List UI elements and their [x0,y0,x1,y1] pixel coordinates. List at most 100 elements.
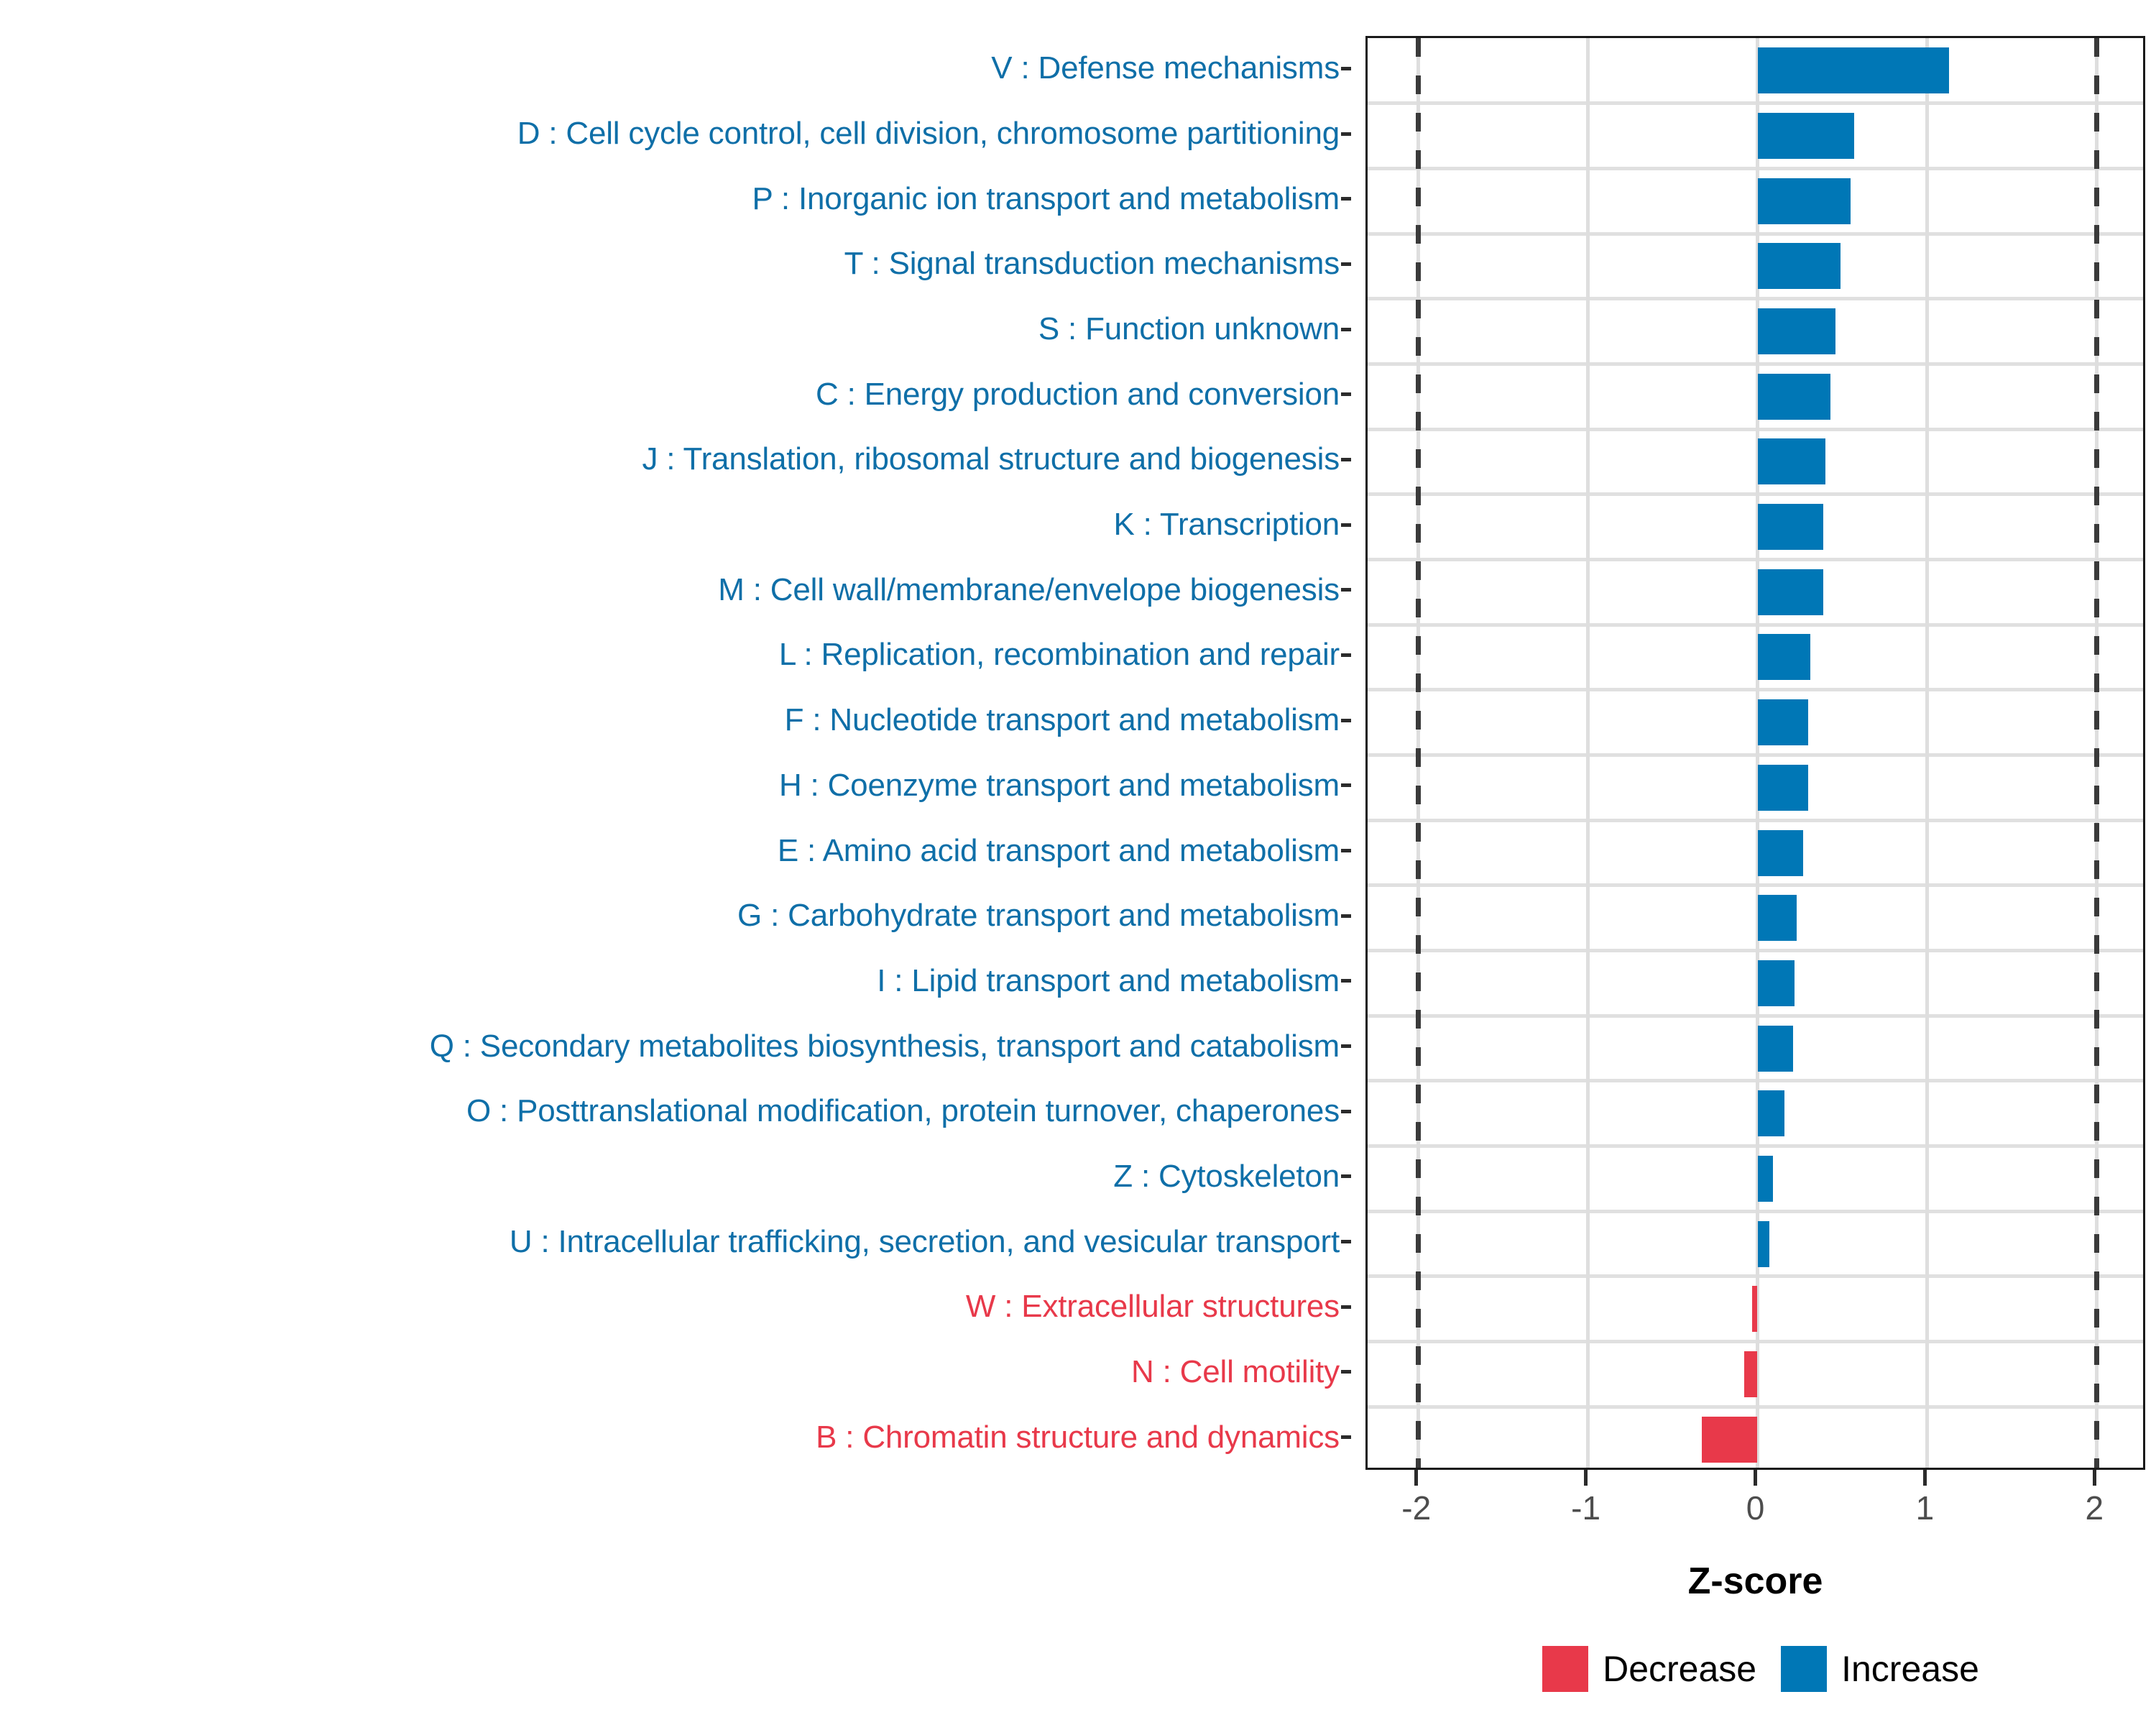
category-row: E : Amino acid transport and metabolism [0,818,1351,883]
y-axis-tick [1341,979,1351,983]
gridline-vertical [1925,38,1929,1468]
gridline-vertical [1756,38,1759,1468]
category-row: U : Intracellular trafficking, secretion… [0,1209,1351,1274]
gridline-horizontal [1368,1013,2143,1018]
bar [1757,113,1854,160]
gridline-horizontal [1368,1340,2143,1344]
bar [1757,569,1824,615]
y-axis-tick [1341,327,1351,331]
bar [1757,47,1950,94]
gridline-horizontal [1368,166,2143,170]
category-label: L : Replication, recombination and repai… [778,637,1340,673]
y-axis-tick [1341,849,1351,852]
y-axis-tick [1341,197,1351,201]
x-axis-title: Z-score [1687,1560,1823,1602]
y-axis-tick [1341,1305,1351,1309]
x-axis-tick [1922,1470,1927,1486]
bar [1757,634,1810,681]
legend-item[interactable]: Decrease [1542,1646,1756,1692]
category-row: S : Function unknown [0,297,1351,362]
x-axis-tick [1584,1470,1588,1486]
y-axis-tick [1341,1174,1351,1179]
bar [1757,699,1809,746]
bar [1757,1090,1785,1137]
bar [1743,1351,1758,1397]
x-axis-tick [1414,1470,1419,1486]
gridline-horizontal [1368,1404,2143,1409]
bar [1757,308,1835,355]
legend-label: Decrease [1603,1649,1757,1689]
category-row: I : Lipid transport and metabolism [0,949,1351,1014]
category-row: B : Chromatin structure and dynamics [0,1404,1351,1470]
category-row: T : Signal transduction mechanisms [0,231,1351,297]
gridline-horizontal [1368,818,2143,822]
x-axis-tick-label: 1 [1915,1489,1935,1527]
bar [1757,178,1851,224]
gridline-vertical [1586,38,1590,1468]
bar [1757,960,1795,1006]
category-row: Q : Secondary metabolites biosynthesis, … [0,1013,1351,1079]
legend-swatch [1542,1646,1589,1692]
bar [1757,764,1809,811]
category-label: S : Function unknown [1038,311,1340,347]
gridline-horizontal [1368,1079,2143,1083]
category-row: M : Cell wall/membrane/envelope biogenes… [0,557,1351,622]
category-label: K : Transcription [1113,507,1340,543]
y-axis-tick [1341,132,1351,136]
category-label: Z : Cytoskeleton [1113,1158,1340,1194]
legend-label: Increase [1841,1649,1979,1689]
bar [1757,895,1797,942]
category-label: Q : Secondary metabolites biosynthesis, … [429,1028,1340,1064]
gridline-horizontal [1368,1209,2143,1213]
x-axis-tick-label: -2 [1401,1489,1432,1527]
category-label: B : Chromatin structure and dynamics [816,1419,1340,1455]
y-axis-tick [1341,1044,1351,1049]
y-axis-tick [1341,523,1351,527]
category-row: O : Posttranslational modification, prot… [0,1079,1351,1144]
y-axis-tick [1341,653,1351,657]
x-axis-tick-label: 0 [1746,1489,1765,1527]
legend-item[interactable]: Increase [1781,1646,1979,1692]
category-label: H : Coenzyme transport and metabolism [778,767,1340,803]
gridline-horizontal [1368,362,2143,366]
category-row: G : Carbohydrate transport and metabolis… [0,883,1351,949]
y-axis-tick [1341,718,1351,722]
category-label: O : Posttranslational modification, prot… [466,1093,1340,1129]
gridline-horizontal [1368,1274,2143,1279]
category-label: G : Carbohydrate transport and metabolis… [737,898,1340,934]
category-label: E : Amino acid transport and metabolism [777,832,1340,868]
x-axis-tick-label: 2 [2085,1489,2104,1527]
gridline-horizontal [1368,557,2143,561]
y-axis-tick [1341,392,1351,397]
bar [1757,373,1830,420]
category-row: H : Coenzyme transport and metabolism [0,753,1351,819]
y-axis-tick [1341,783,1351,788]
bar [1757,243,1841,290]
reference-line-dashed [2093,38,2099,1468]
category-row: D : Cell cycle control, cell division, c… [0,101,1351,167]
category-label: I : Lipid transport and metabolism [877,962,1340,998]
gridline-horizontal [1368,297,2143,301]
gridline-horizontal [1368,427,2143,431]
bar [1757,1155,1773,1202]
category-label-column: V : Defense mechanisms D : Cell cycle con… [0,36,1351,1470]
category-label: D : Cell cycle control, cell division, c… [517,116,1340,151]
gridline-horizontal [1368,492,2143,497]
y-axis-tick [1341,457,1351,461]
y-axis-tick [1341,1109,1351,1113]
y-axis-tick [1341,588,1351,592]
category-label: F : Nucleotide transport and metabolism [784,702,1340,738]
category-label: C : Energy production and conversion [815,376,1340,412]
gridline-horizontal [1368,231,2143,236]
y-axis-tick [1341,1435,1351,1440]
y-axis-tick [1341,1240,1351,1244]
legend-swatch [1781,1646,1828,1692]
category-row: V : Defense mechanisms [0,36,1351,101]
category-row: J : Translation, ribosomal structure and… [0,427,1351,492]
x-axis-tick [1754,1470,1757,1486]
category-label: U : Intracellular trafficking, secretion… [509,1223,1340,1259]
category-row: K : Transcription [0,492,1351,558]
x-axis-tick-label: -1 [1571,1489,1601,1527]
category-row: C : Energy production and conversion [0,362,1351,427]
